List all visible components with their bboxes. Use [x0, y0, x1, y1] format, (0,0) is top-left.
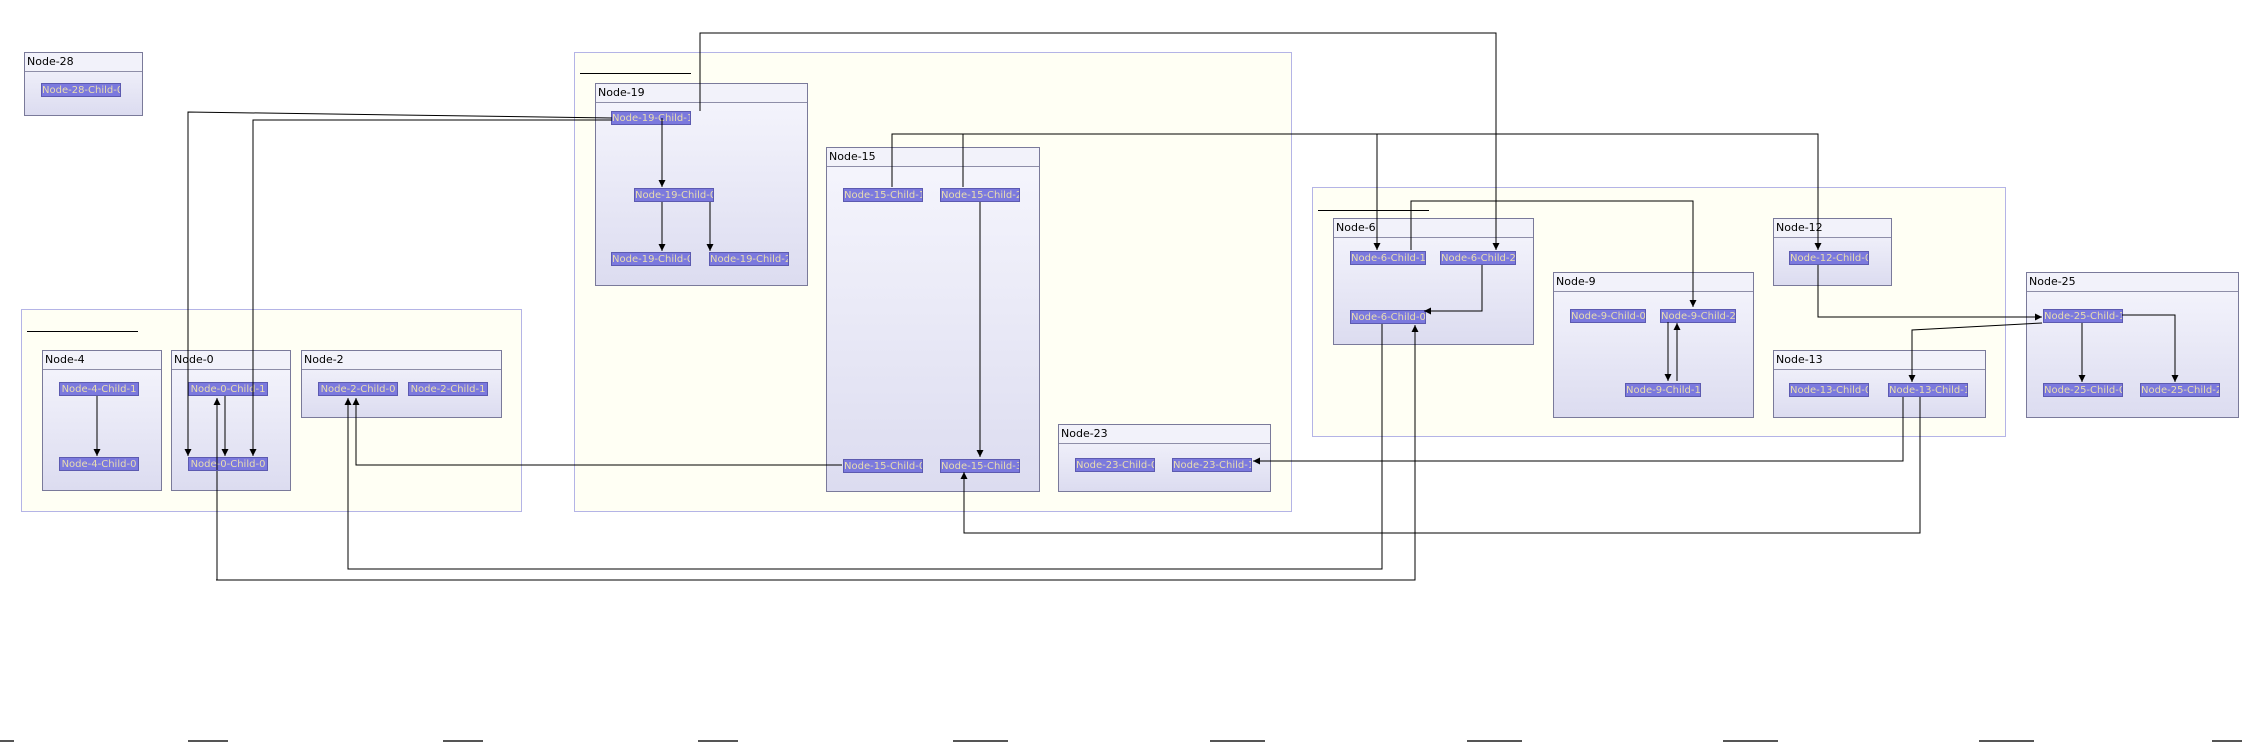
- bottom-mark-9: [1979, 740, 2034, 742]
- node-9-child-2[interactable]: Node-9-Child-2: [1660, 309, 1736, 323]
- edge-15c1-to-6c1: [891, 133, 1381, 250]
- edge-13c1-to-23c1: [1253, 397, 1904, 465]
- node-12-child-0[interactable]: Node-12-Child-0: [1789, 251, 1869, 265]
- node-9-child-1[interactable]: Node-9-Child-1: [1625, 383, 1701, 397]
- node-15[interactable]: Node-15 Node-15-Child-1 Node-15-Child-2 …: [826, 147, 1040, 492]
- edge-25c1-to-13c1: [1908, 322, 2043, 382]
- bottom-mark-5: [953, 740, 1008, 742]
- node-15-child-3[interactable]: Node-15-Child-3: [940, 459, 1020, 473]
- node-2[interactable]: Node-2 Node-2-Child-0 Node-2-Child-1: [301, 350, 502, 418]
- bottom-mark-6: [1210, 740, 1265, 742]
- node-4-title: Node-4: [43, 351, 161, 370]
- node-6-title: Node-6: [1334, 219, 1533, 238]
- node-23-child-1[interactable]: Node-23-Child-1: [1172, 458, 1252, 472]
- node-15-child-0[interactable]: Node-15-Child-0: [843, 459, 923, 473]
- node-0[interactable]: Node-0 Node-0-Child-1 Node-0-Child-0: [171, 350, 291, 491]
- node-19-child-1[interactable]: Node-19-Child-1: [611, 111, 691, 125]
- edge-0c1-to-6c0: [217, 325, 1419, 581]
- edge-19c1-to-6c2: [699, 32, 1500, 250]
- node-6-child-2[interactable]: Node-6-Child-2: [1440, 251, 1516, 265]
- edge-15c0-to-2c0: [352, 398, 842, 466]
- node-19[interactable]: Node-19 Node-19-Child-1 Node-19-Child-0 …: [595, 83, 808, 286]
- node-6[interactable]: Node-6 Node-6-Child-1 Node-6-Child-2 Nod…: [1333, 218, 1534, 345]
- edge-6c0-to-2c0: [344, 324, 1383, 570]
- bottom-mark-7: [1467, 740, 1522, 742]
- node-23-title: Node-23: [1059, 425, 1270, 444]
- node-6-child-0[interactable]: Node-6-Child-0: [1350, 310, 1426, 324]
- node-2-child-0[interactable]: Node-2-Child-0: [318, 382, 398, 396]
- node-9-child-0[interactable]: Node-9-Child-0: [1570, 309, 1646, 323]
- edge-6c1-to-9c2: [1410, 200, 1697, 307]
- node-15-child-1[interactable]: Node-15-Child-1: [843, 188, 923, 202]
- node-25[interactable]: Node-25 Node-25-Child-1 Node-25-Child-0 …: [2026, 272, 2239, 418]
- node-25-title: Node-25: [2027, 273, 2238, 292]
- node-19-title: Node-19: [596, 84, 807, 103]
- node-13-child-0[interactable]: Node-13-Child-0: [1789, 383, 1869, 397]
- group-right-title-line: [1318, 210, 1429, 211]
- edge-19c1-to-0c0-left: [184, 111, 613, 456]
- group-left-title-line: [27, 331, 138, 332]
- node-23[interactable]: Node-23 Node-23-Child-0 Node-23-Child-1: [1058, 424, 1271, 492]
- node-15-title: Node-15: [827, 148, 1039, 167]
- node-12-title: Node-12: [1774, 219, 1891, 238]
- node-4[interactable]: Node-4 Node-4-Child-1 Node-4-Child-0: [42, 350, 162, 491]
- node-19-child-0-lower[interactable]: Node-19-Child-0: [611, 252, 691, 266]
- edge-12c0-to-25c1: [1817, 265, 2042, 321]
- bottom-mark-10: [2212, 740, 2242, 742]
- bottom-mark-3: [443, 740, 483, 742]
- node-6-child-1[interactable]: Node-6-Child-1: [1350, 251, 1426, 265]
- node-0-child-0[interactable]: Node-0-Child-0: [188, 457, 268, 471]
- bottom-mark-4: [698, 740, 738, 742]
- node-28[interactable]: Node-28 Node-28-Child-0: [24, 52, 143, 116]
- edge-13c1-to-15c3: [960, 397, 1921, 534]
- node-23-child-0[interactable]: Node-23-Child-0: [1075, 458, 1155, 472]
- node-2-child-1[interactable]: Node-2-Child-1: [408, 382, 488, 396]
- node-13-title: Node-13: [1774, 351, 1985, 370]
- node-19-child-2[interactable]: Node-19-Child-2: [709, 252, 789, 266]
- node-0-title: Node-0: [172, 351, 290, 370]
- node-28-child-0[interactable]: Node-28-Child-0: [41, 83, 121, 97]
- node-4-child-1[interactable]: Node-4-Child-1: [59, 382, 139, 396]
- node-19-child-0-upper[interactable]: Node-19-Child-0: [634, 188, 714, 202]
- edge-6c2-to-6c0: [1424, 265, 1483, 315]
- node-4-child-0[interactable]: Node-4-Child-0: [59, 457, 139, 471]
- bottom-mark-8: [1723, 740, 1778, 742]
- node-13-child-1[interactable]: Node-13-Child-1: [1888, 383, 1968, 397]
- node-15-child-2[interactable]: Node-15-Child-2: [940, 188, 1020, 202]
- node-12[interactable]: Node-12 Node-12-Child-0: [1773, 218, 1892, 286]
- group-center-title-line: [580, 73, 691, 74]
- node-25-child-1[interactable]: Node-25-Child-1: [2043, 309, 2123, 323]
- bottom-mark-2: [188, 740, 228, 742]
- node-25-child-0[interactable]: Node-25-Child-0: [2043, 383, 2123, 397]
- node-9[interactable]: Node-9 Node-9-Child-0 Node-9-Child-2 Nod…: [1553, 272, 1754, 418]
- node-13[interactable]: Node-13 Node-13-Child-0 Node-13-Child-1: [1773, 350, 1986, 418]
- node-9-title: Node-9: [1554, 273, 1753, 292]
- edge-0c0-to-0c1: [216, 471, 218, 581]
- node-2-title: Node-2: [302, 351, 501, 370]
- edge-15c2-to-12c0: [962, 133, 1822, 250]
- bottom-mark-1: [0, 740, 14, 742]
- node-25-child-2[interactable]: Node-25-Child-2: [2140, 383, 2220, 397]
- node-28-title: Node-28: [25, 53, 142, 72]
- edge-19c1-to-0c0-right: [249, 119, 612, 456]
- edge-25c1-to-25c2: [2122, 314, 2179, 382]
